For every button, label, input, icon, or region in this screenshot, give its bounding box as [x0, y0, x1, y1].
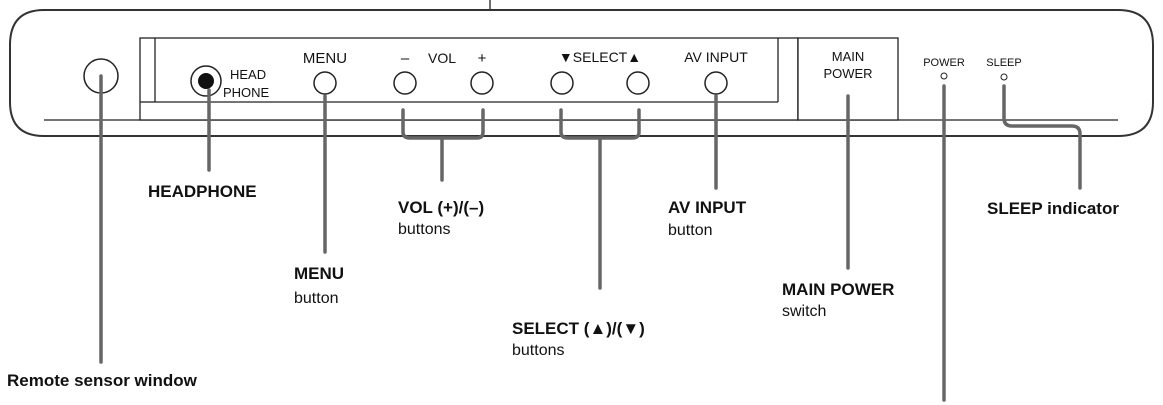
vol-callout-title: VOL (+)/(–) — [398, 198, 484, 217]
headphone-jack-hole-icon — [198, 73, 214, 89]
headphone-callout: HEADPHONE — [148, 182, 257, 201]
av-input-button[interactable] — [704, 71, 728, 95]
sleep-indicator-leader — [1002, 84, 1082, 190]
menu-callout-title: MENU — [294, 264, 344, 283]
sleep-indicator-callout: SLEEP indicator — [987, 199, 1119, 218]
power-indicator-led — [940, 72, 948, 80]
select-panel-label: ▼SELECT▲ — [559, 49, 641, 65]
headphone-panel-label-1: HEAD — [230, 67, 266, 82]
vol-minus-button[interactable] — [393, 71, 417, 95]
vol-callout-sub: buttons — [398, 221, 450, 238]
av-input-callout-sub: button — [668, 222, 712, 239]
power-indicator-label: POWER — [923, 57, 965, 69]
vol-plus-button[interactable] — [470, 71, 494, 95]
menu-button[interactable] — [313, 71, 337, 95]
main-power-panel-label-1: MAIN — [832, 49, 865, 64]
select-down-button[interactable] — [550, 71, 574, 95]
av-input-panel-label: AV INPUT — [684, 49, 748, 65]
main-power-callout-title: MAIN POWER — [782, 280, 894, 299]
main-power-panel-label-2: POWER — [823, 66, 872, 81]
control-strip — [139, 37, 799, 121]
main-power-callout-sub: switch — [782, 303, 826, 320]
select-up-button[interactable] — [626, 71, 650, 95]
sleep-indicator-led — [1000, 73, 1008, 81]
vol-minus-label: – — [401, 50, 410, 67]
headphone-panel-label-2: PHONE — [223, 85, 270, 100]
vol-panel-label: VOL — [428, 50, 456, 66]
panel-outline — [9, 9, 1154, 137]
remote-sensor-callout: Remote sensor window — [7, 371, 198, 390]
sleep-indicator-label: SLEEP — [986, 57, 1021, 69]
av-input-callout-title: AV INPUT — [668, 198, 747, 217]
select-callout-sub: buttons — [512, 342, 564, 359]
vol-plus-label: + — [478, 50, 487, 67]
menu-panel-label: MENU — [303, 50, 347, 67]
select-callout-title: SELECT (▲)/(▼) — [512, 319, 645, 338]
menu-callout-sub: button — [294, 290, 338, 307]
